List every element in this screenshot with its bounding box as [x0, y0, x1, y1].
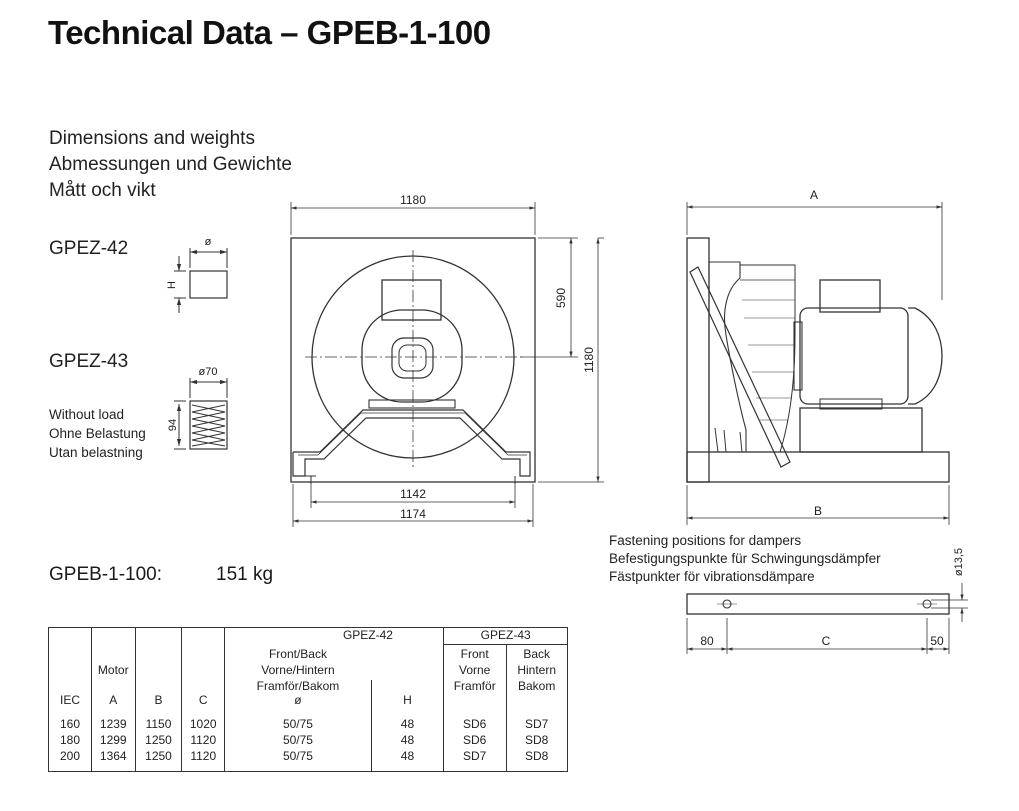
header-back-2: Bakom [518, 679, 556, 693]
col-a: Motor A 1239 1299 1364 [90, 627, 136, 772]
subtitle-en: Dimensions and weights [49, 128, 255, 149]
cell-h-0: 48 [400, 717, 415, 731]
cell-b-0: 1150 [145, 717, 172, 731]
cell-iec-2: 200 [59, 749, 81, 763]
front-inner-label: 590 [554, 288, 568, 308]
header-gpez42: GPEZ-42 [342, 628, 393, 642]
header-back-1: Hintern [517, 663, 557, 677]
gpez42-h-label: H [166, 281, 178, 289]
cell-back-1: SD8 [525, 733, 549, 747]
header-fb-3: ø [294, 693, 302, 707]
gpez42-dia-label: ø [205, 236, 212, 248]
col-b: B 1150 1250 1250 [134, 627, 183, 772]
weight-label: GPEB-1-100: [49, 564, 162, 585]
header-fb-1: Vorne/Hintern [261, 663, 335, 677]
subtitle-de: Abmessungen und Gewichte [49, 154, 292, 175]
weight-value: 151 kg [216, 564, 274, 585]
front-view [290, 202, 604, 527]
cell-iec-0: 160 [59, 717, 81, 731]
cell-a-0: 1239 [99, 717, 127, 731]
model-gpez43-label: GPEZ-43 [49, 351, 129, 372]
cell-b-2: 1250 [145, 749, 172, 763]
cell-front-0: SD6 [463, 717, 487, 731]
cell-back-0: SD7 [525, 717, 549, 731]
cell-a-2: 1364 [99, 749, 127, 763]
header-motor: Motor [97, 663, 129, 677]
cell-dia-0: 50/75 [282, 717, 313, 731]
load-text-de: Ohne Belastung [49, 426, 146, 441]
header-front-0: Front [460, 647, 489, 661]
fastening-text-de: Befestigungspunkte für Schwingungsdämpfe… [609, 551, 881, 566]
cell-front-2: SD7 [463, 749, 487, 763]
header-a: A [109, 693, 118, 707]
side-view [686, 202, 950, 525]
foot-right-label: 50 [930, 634, 944, 648]
header-back-0: Back [523, 647, 551, 661]
cell-a-1: 1299 [99, 733, 127, 747]
page-title: Technical Data – GPEB-1-100 [48, 14, 491, 51]
cell-h-2: 48 [400, 749, 415, 763]
cell-b-1: 1250 [145, 733, 172, 747]
model-gpez42-label: GPEZ-42 [49, 238, 129, 259]
cell-front-1: SD6 [463, 733, 487, 747]
fastening-text-sv: Fästpunkter för vibrationsdämpare [609, 569, 815, 584]
cell-iec-1: 180 [59, 733, 81, 747]
fastening-text-en: Fastening positions for dampers [609, 533, 802, 548]
side-b-label: B [814, 504, 822, 518]
dimensions-table: IEC 160 180 200 Motor A 1239 1299 1364 B… [48, 627, 569, 772]
gpez42-drawing [174, 248, 228, 313]
col-iec: IEC 160 180 200 [48, 627, 92, 772]
front-base-outer-label: 1174 [400, 507, 426, 521]
foot-plate [686, 583, 968, 654]
gpez43-drawing [174, 378, 228, 450]
header-fb-2: Framför/Bakom [256, 679, 340, 693]
cell-dia-1: 50/75 [282, 733, 313, 747]
front-base-inner-label: 1142 [400, 487, 426, 501]
header-iec: IEC [59, 693, 80, 707]
cell-c-1: 1120 [190, 733, 217, 747]
side-a-label: A [810, 188, 818, 202]
foot-hole-label: ø13,5 [953, 548, 965, 576]
col-gpez42: GPEZ-42 Front/Back Vorne/Hintern Framför… [223, 627, 444, 772]
cell-h-1: 48 [400, 733, 415, 747]
subtitle-sv: Mått och vikt [49, 180, 156, 201]
header-front-2: Framför [453, 679, 496, 693]
header-c: C [198, 693, 208, 707]
header-fb-0: Front/Back [268, 647, 327, 661]
cell-dia-2: 50/75 [282, 749, 313, 763]
foot-c-label: C [822, 634, 831, 648]
gpez43-dia-label: ø70 [199, 366, 218, 378]
load-text-sv: Utan belastning [49, 445, 143, 460]
front-height-label: 1180 [582, 347, 596, 373]
header-h: H [403, 693, 412, 707]
header-gpez43: GPEZ-43 [480, 628, 531, 642]
foot-left-label: 80 [700, 634, 714, 648]
cell-c-0: 1020 [189, 717, 217, 731]
front-width-label: 1180 [400, 193, 426, 207]
header-b: B [154, 693, 163, 707]
header-front-1: Vorne [459, 663, 491, 677]
cell-back-2: SD8 [525, 749, 549, 763]
col-gpez43: GPEZ-43 Front Vorne Framför Back Hintern… [442, 627, 569, 772]
load-text-en: Without load [49, 407, 125, 422]
gpez43-h-label: 94 [167, 419, 179, 431]
cell-c-2: 1120 [190, 749, 217, 763]
col-c: C 1020 1120 1120 [181, 627, 225, 772]
